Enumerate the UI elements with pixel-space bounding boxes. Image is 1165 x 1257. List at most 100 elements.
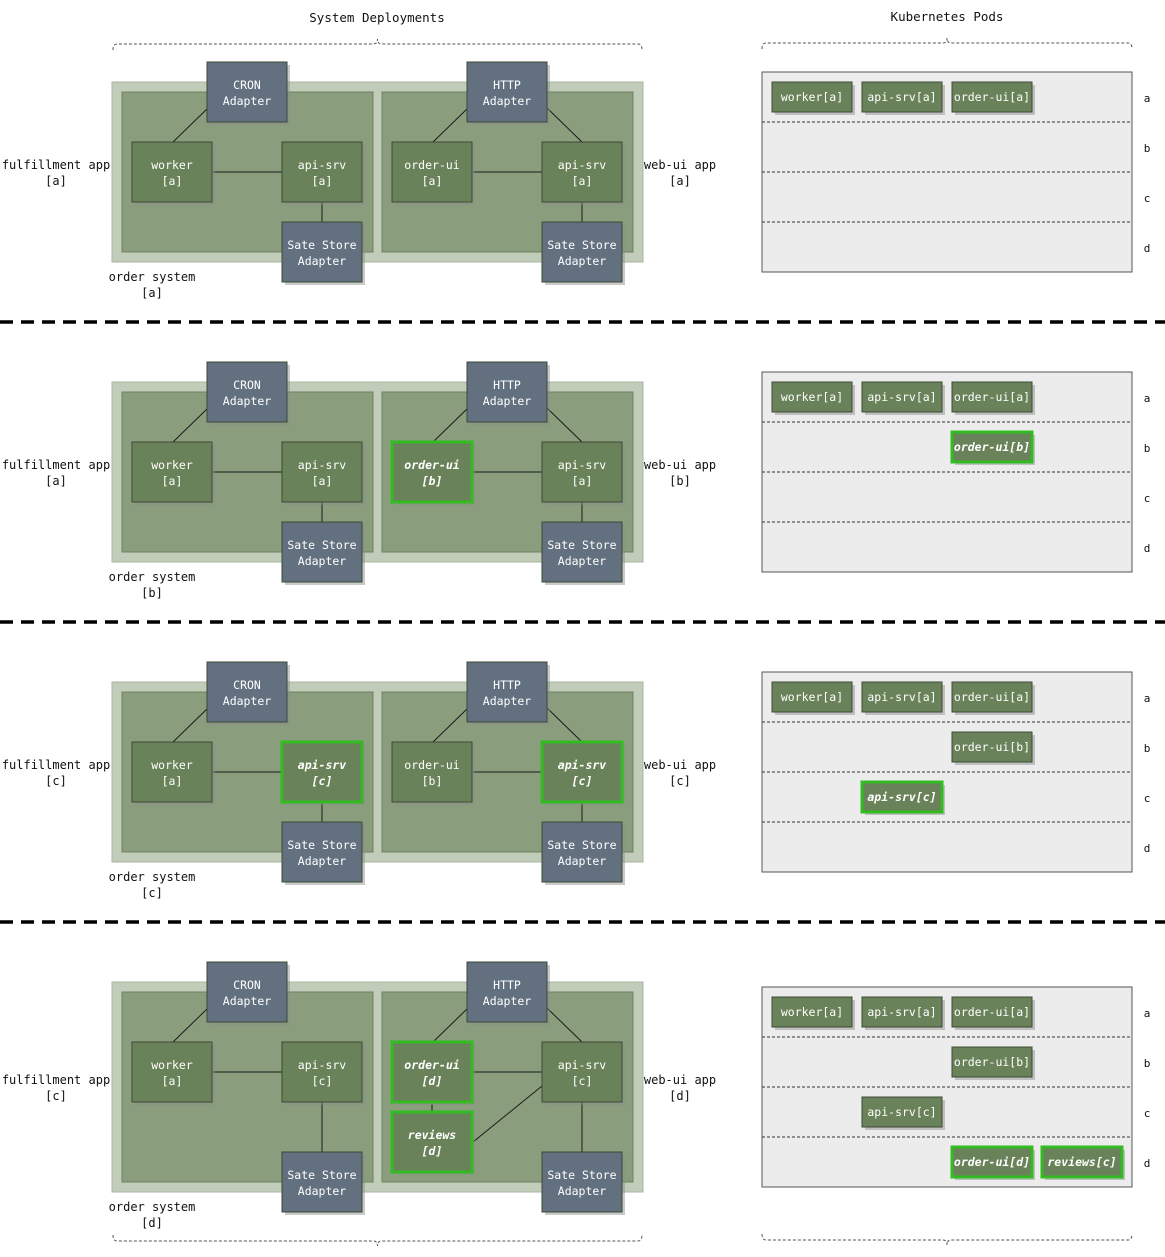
cron-adapter-sublabel: Adapter: [223, 394, 272, 408]
fulfillment-app-label: fulfillment app: [2, 758, 110, 772]
pod-box: [950, 1145, 1034, 1179]
pods-row-label-c: c: [1144, 1107, 1151, 1120]
web-state-store-adapter-sublabel: Adapter: [558, 854, 607, 868]
header-system-deployments: System Deployments: [309, 10, 444, 25]
order-ui-node-sublabel: [b]: [422, 774, 443, 788]
fulfillment-state-store-adapter-label: Sate Store: [287, 838, 356, 852]
pod-box: [861, 681, 943, 713]
web-state-store-adapter: [541, 821, 623, 883]
order-ui-node-label: order-ui: [404, 158, 459, 172]
pod-box: [771, 81, 853, 113]
http-adapter: [466, 61, 548, 123]
http-adapter-label: HTTP: [493, 378, 521, 392]
section-b: CRONAdapterHTTPAdapterworker[a]api-srv[a…: [2, 361, 1151, 600]
web-ui-app-label: web-ui app: [644, 1073, 716, 1087]
web-api-srv-node-sublabel: [c]: [572, 1074, 593, 1088]
web-api-srv-node-sublabel: [a]: [572, 474, 593, 488]
order-system-version: [a]: [141, 286, 163, 300]
pods-row-label-a: a: [1144, 692, 1151, 705]
order-ui-node: [390, 440, 474, 504]
cron-adapter-label: CRON: [233, 678, 261, 692]
edge-http-api: [546, 1007, 583, 1043]
fulfillment-app-label: fulfillment app: [2, 1073, 110, 1087]
edge-http-api: [546, 407, 583, 443]
order-ui-node: [391, 141, 473, 203]
fulfillment-state-store-adapter: [281, 1151, 363, 1213]
fulfillment-api-srv-node-sublabel: [c]: [312, 774, 333, 788]
fulfillment-app-version: [c]: [45, 774, 67, 788]
web-state-store-adapter: [541, 221, 623, 283]
edge-worker-cron: [172, 107, 209, 143]
web-state-store-adapter-label: Sate Store: [547, 538, 616, 552]
worker-node-sublabel: [a]: [162, 1074, 183, 1088]
pods-row-label-b: b: [1144, 142, 1151, 155]
fulfillment-state-store-adapter-sublabel: Adapter: [298, 554, 347, 568]
pod-label: order-ui[b]: [954, 440, 1030, 454]
pods-row-label-b: b: [1144, 1057, 1151, 1070]
pod-box: [861, 381, 943, 413]
fulfillment-state-store-adapter-label: Sate Store: [287, 538, 356, 552]
fulfillment-api-srv-node-label: api-srv: [298, 158, 347, 172]
order-ui-node-label: order-ui: [404, 758, 459, 772]
order-system-label: order system: [109, 570, 196, 584]
order-system-label: order system: [109, 270, 196, 284]
cron-adapter-sublabel: Adapter: [223, 694, 272, 708]
section-d: CRONAdapterHTTPAdapterworker[a]api-srv[c…: [2, 961, 1151, 1230]
pod-label: api-srv[a]: [867, 1005, 936, 1019]
pod-box: [861, 81, 943, 113]
cron-adapter: [206, 661, 288, 723]
pod-label: worker[a]: [781, 690, 843, 704]
http-adapter: [466, 661, 548, 723]
web-state-store-adapter-label: Sate Store: [547, 1168, 616, 1182]
order-ui-node: [390, 1040, 474, 1104]
worker-node: [131, 441, 213, 503]
pods-row-label-d: d: [1144, 842, 1151, 855]
worker-node-label: worker: [151, 1058, 193, 1072]
pod-label: api-srv[a]: [867, 90, 936, 104]
pods-row-label-d: d: [1144, 542, 1151, 555]
pod-label: api-srv[c]: [867, 1105, 936, 1119]
fulfillment-app-version: [a]: [45, 174, 67, 188]
http-adapter-sublabel: Adapter: [483, 94, 532, 108]
cron-adapter: [206, 961, 288, 1023]
brace-system-deployments-bottom: [112, 1234, 643, 1247]
order-system-version: [b]: [141, 586, 163, 600]
web-api-srv-node-label: api-srv: [558, 758, 607, 772]
pod-box: [951, 81, 1033, 113]
order-system-version: [c]: [141, 886, 163, 900]
pod-label: order-ui[d]: [954, 1155, 1030, 1169]
pods-row-label-a: a: [1144, 92, 1151, 105]
web-state-store-adapter-sublabel: Adapter: [558, 1184, 607, 1198]
order-system-label: order system: [109, 870, 196, 884]
section-c: CRONAdapterHTTPAdapterworker[a]api-srv[c…: [2, 661, 1151, 900]
cron-adapter: [206, 61, 288, 123]
http-adapter-label: HTTP: [493, 978, 521, 992]
http-adapter-sublabel: Adapter: [483, 394, 532, 408]
worker-node-sublabel: [a]: [162, 174, 183, 188]
web-state-store-adapter-sublabel: Adapter: [558, 254, 607, 268]
pod-label: api-srv[a]: [867, 390, 936, 404]
edge-orderui-http: [432, 707, 469, 743]
web-ui-app-version: [c]: [669, 774, 691, 788]
fulfillment-state-store-adapter: [281, 521, 363, 583]
pod-label: worker[a]: [781, 90, 843, 104]
order-system-label: order system: [109, 1200, 196, 1214]
worker-node-label: worker: [151, 158, 193, 172]
http-adapter-label: HTTP: [493, 678, 521, 692]
edge-http-api: [546, 707, 583, 743]
fulfillment-api-srv-node: [280, 740, 364, 804]
cron-adapter: [206, 361, 288, 423]
worker-node-label: worker: [151, 758, 193, 772]
reviews-node-sublabel: [d]: [422, 1144, 443, 1158]
fulfillment-app-version: [a]: [45, 474, 67, 488]
pod-label: reviews[c]: [1047, 1155, 1116, 1169]
edge-worker-cron: [172, 407, 209, 443]
http-adapter: [466, 361, 548, 423]
web-ui-app-label: web-ui app: [644, 458, 716, 472]
worker-node-sublabel: [a]: [162, 774, 183, 788]
worker-node-sublabel: [a]: [162, 474, 183, 488]
web-state-store-adapter: [541, 1151, 623, 1213]
cron-adapter-label: CRON: [233, 378, 261, 392]
